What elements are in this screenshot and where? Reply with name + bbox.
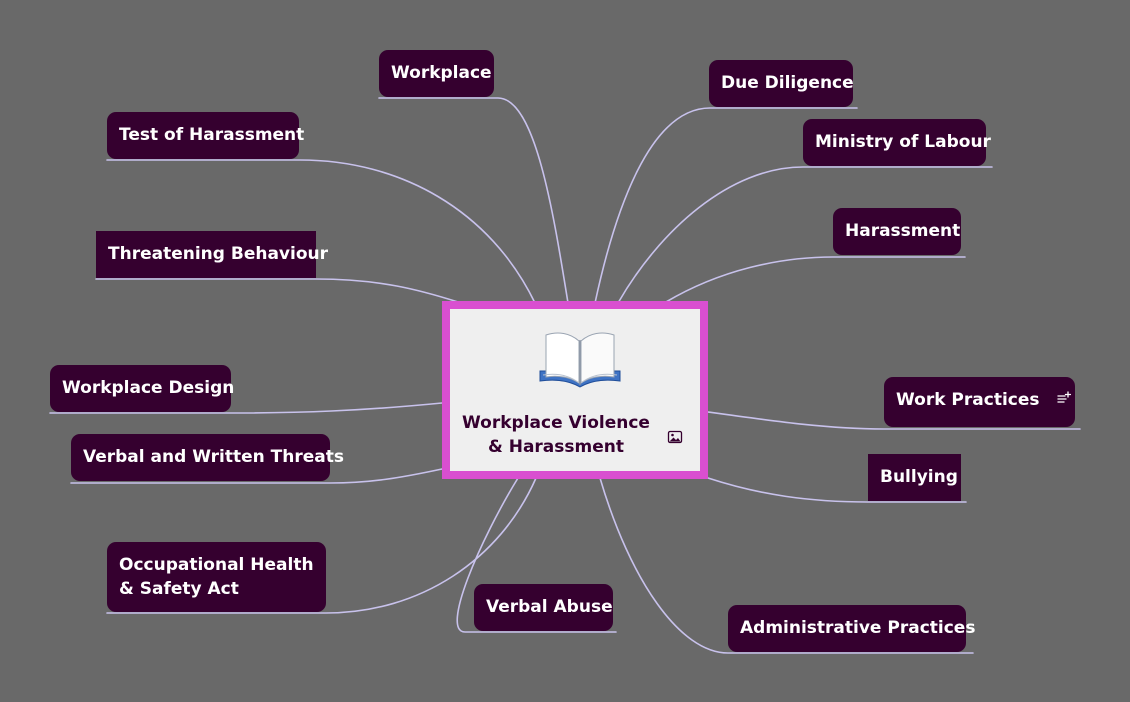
- note-add-icon[interactable]: [1057, 388, 1072, 412]
- topic-label: Administrative Practices: [740, 618, 976, 638]
- topic-label: Work Practices: [896, 390, 1040, 410]
- branch-threatening-behaviour: [95, 278, 459, 303]
- central-topic-title: Workplace Violence & Harassment: [462, 413, 650, 457]
- topic-verbal-abuse[interactable]: Verbal Abuse: [474, 584, 613, 631]
- topic-label: Test of Harassment: [119, 125, 305, 145]
- topic-work-practices[interactable]: Work Practices: [884, 377, 1075, 427]
- branch-workplace: [378, 97, 569, 304]
- topic-due-diligence[interactable]: Due Diligence: [709, 60, 854, 107]
- open-book-icon: [538, 327, 622, 391]
- topic-test-of-harassment[interactable]: Test of Harassment: [107, 112, 304, 159]
- topic-label: Occupational Health & Safety Act: [119, 555, 314, 599]
- topic-ohs-act[interactable]: Occupational Health & Safety Act: [107, 542, 326, 612]
- central-topic[interactable]: Workplace Violence & Harassment: [442, 301, 708, 479]
- branch-workplace-design: [49, 402, 443, 414]
- branch-ministry-of-labour: [617, 166, 993, 304]
- topic-label: Due Diligence: [721, 73, 854, 93]
- image-icon[interactable]: [667, 429, 683, 445]
- topic-label: Harassment: [845, 221, 961, 241]
- branch-bullying: [707, 477, 967, 503]
- topic-verbal-written-threats[interactable]: Verbal and Written Threats: [71, 434, 344, 481]
- topic-workplace-design[interactable]: Workplace Design: [50, 365, 235, 412]
- topic-threatening-behaviour[interactable]: Threatening Behaviour: [96, 231, 328, 278]
- branch-ohs-act: [106, 477, 537, 614]
- branch-due-diligence: [594, 107, 858, 304]
- topic-label: Threatening Behaviour: [108, 244, 328, 264]
- topic-label: Bullying: [880, 467, 958, 487]
- topic-harassment[interactable]: Harassment: [833, 208, 961, 255]
- branch-administrative-practices: [599, 477, 974, 654]
- topic-label: Ministry of Labour: [815, 132, 991, 152]
- branch-verbal-abuse: [456, 477, 617, 633]
- topic-bullying[interactable]: Bullying: [868, 454, 961, 501]
- topic-workplace[interactable]: Workplace: [379, 50, 494, 97]
- topic-ministry-of-labour[interactable]: Ministry of Labour: [803, 119, 991, 166]
- topic-label: Workplace Design: [62, 378, 235, 398]
- topic-label: Verbal Abuse: [486, 597, 613, 617]
- branch-work-practices: [707, 411, 1081, 430]
- topic-administrative-practices[interactable]: Administrative Practices: [728, 605, 975, 652]
- topic-label: Verbal and Written Threats: [83, 447, 344, 467]
- branch-verbal-written-threats: [70, 468, 443, 484]
- topic-label: Workplace: [391, 63, 492, 83]
- branch-harassment: [665, 256, 966, 303]
- branch-test-of-harassment: [106, 159, 536, 304]
